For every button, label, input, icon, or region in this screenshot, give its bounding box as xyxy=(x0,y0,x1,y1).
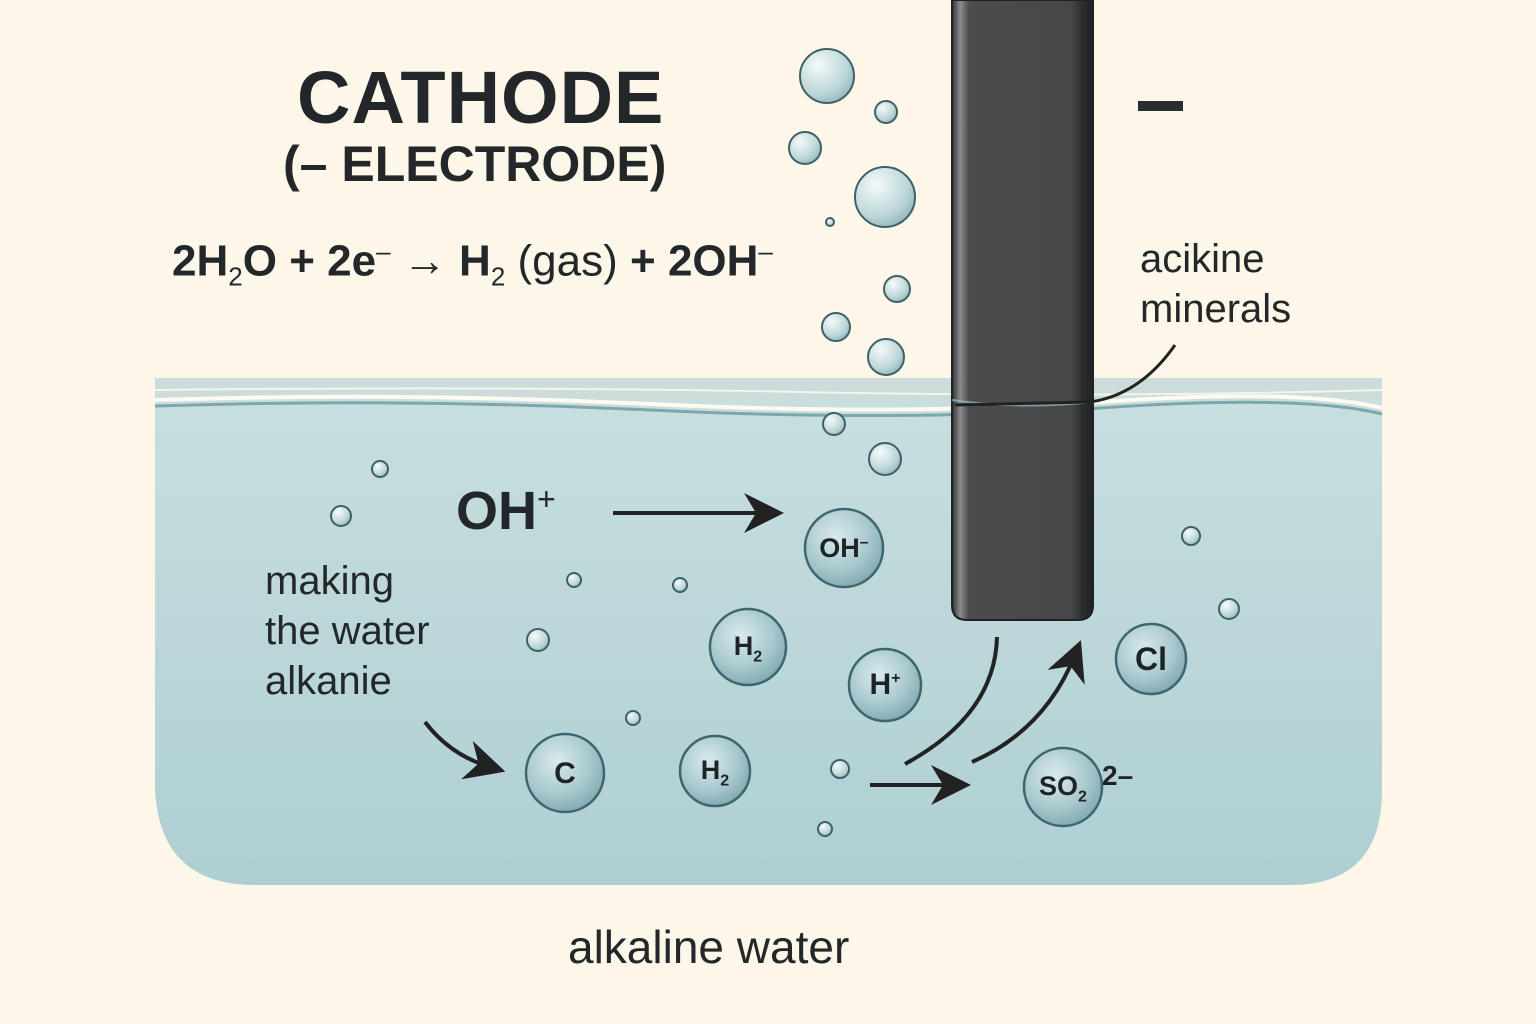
ion-sup: + xyxy=(891,670,901,687)
ion-sub: 2 xyxy=(1078,788,1087,806)
making-alkaline-label: making the water alkanie xyxy=(265,556,430,706)
eq-o: O xyxy=(242,236,277,286)
ion-so2: SO2 xyxy=(1024,771,1102,806)
ion-cl: Cl xyxy=(1116,641,1186,678)
ion-sub: 2 xyxy=(753,648,763,666)
ion-h2-upper: H2 xyxy=(710,631,786,666)
eq-oh: 2OH xyxy=(667,236,759,286)
eq-state: (gas) xyxy=(517,236,618,286)
making-line-2: the water xyxy=(265,609,430,653)
eq-plus: + xyxy=(630,236,656,286)
reaction-equation: 2H2O + 2e– → H2 (gas) + 2OH– xyxy=(172,236,773,292)
ion-base: H xyxy=(700,755,721,785)
minerals-line-1: acikine xyxy=(1140,237,1265,281)
ion-h2-lower: H2 xyxy=(680,755,750,790)
oh-sup: + xyxy=(537,481,556,517)
ion-base: H xyxy=(869,668,892,701)
eq-arrow: → xyxy=(402,236,447,286)
ion-spheres xyxy=(524,507,1188,828)
ion-sub: 2 xyxy=(720,772,730,790)
ion-so2-charge: 2– xyxy=(1102,760,1134,791)
ion-h-plus: H+ xyxy=(849,668,921,702)
ion-sup: – xyxy=(859,534,869,551)
eq-coef: 2 xyxy=(172,236,197,286)
subtitle-electrode: (– ELECTRODE) xyxy=(283,136,667,192)
minerals-line-2: minerals xyxy=(1140,287,1292,331)
ion-base: C xyxy=(554,757,576,790)
eq-h2: H xyxy=(459,236,491,286)
title-cathode: CATHODE xyxy=(297,56,665,139)
eq-sup: – xyxy=(758,236,773,266)
eq-h: H xyxy=(196,236,229,286)
ion-oh-minus: OH– xyxy=(805,533,883,564)
flow-arrows xyxy=(423,493,1085,805)
minerals-label: acikine minerals xyxy=(1140,234,1291,334)
eq-electrons: 2e xyxy=(327,236,377,286)
making-line-3: alkanie xyxy=(265,659,392,703)
ion-c: C xyxy=(526,757,604,791)
bottom-caption: alkaline water xyxy=(568,921,850,973)
eq-sub: 2 xyxy=(228,261,243,292)
ion-base: SO xyxy=(1039,771,1079,801)
ion-base: Cl xyxy=(1135,641,1167,677)
making-line-1: making xyxy=(265,559,394,603)
minus-sign-icon xyxy=(1138,101,1183,111)
minerals-leader-line xyxy=(954,344,1177,407)
eq-plus: + xyxy=(289,236,315,286)
ion-base: H xyxy=(733,631,754,661)
oh-text: OH xyxy=(456,481,537,541)
ion-base: OH xyxy=(819,533,860,563)
eq-sub: 2 xyxy=(490,261,506,292)
eq-sup: – xyxy=(376,236,391,266)
gas-bubbles xyxy=(330,48,1240,837)
cathode-electrode xyxy=(951,0,1094,621)
oh-plus-label: OH+ xyxy=(456,480,556,542)
